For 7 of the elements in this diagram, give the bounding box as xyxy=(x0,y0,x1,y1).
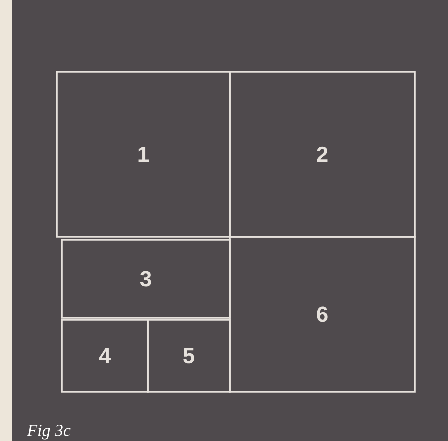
region-box: 4 xyxy=(61,319,149,393)
caption: Fig 3c xyxy=(27,424,71,440)
region-box: 2 xyxy=(229,71,416,238)
region-box: 5 xyxy=(147,319,231,393)
region-box: 6 xyxy=(229,236,416,393)
region-box: 3 xyxy=(61,239,231,319)
region-box: 1 xyxy=(56,71,231,238)
